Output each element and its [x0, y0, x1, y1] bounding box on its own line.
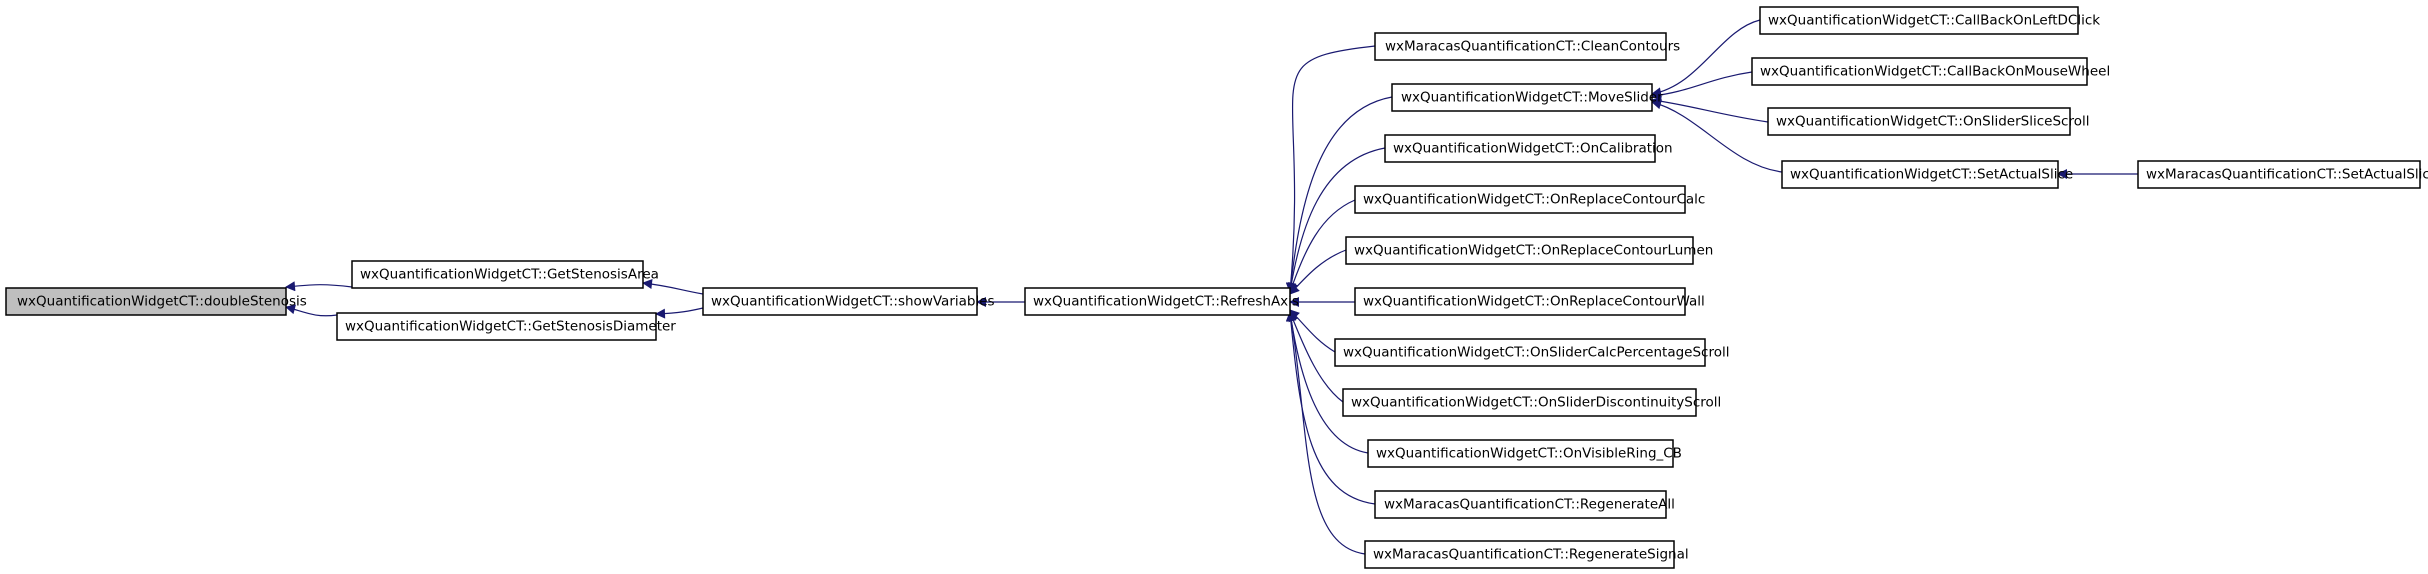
edges — [285, 19, 2138, 555]
edge-setactualslice-to-moveslider — [1651, 99, 1783, 173]
edge-onsliderslicescroll-to-moveslider — [1651, 96, 1769, 123]
edge-getstenosisdiameter-to-doublestenosis — [285, 304, 338, 317]
node-label: wxQuantificationWidgetCT::OnSliderSliceS… — [1776, 114, 2089, 130]
node-label: wxQuantificationWidgetCT::OnReplaceConto… — [1354, 243, 1713, 259]
node-on-replace-contour-lumen[interactable]: wxQuantificationWidgetCT::OnReplaceConto… — [1345, 236, 1713, 265]
node-on-slider-calc-percentage-scroll[interactable]: wxQuantificationWidgetCT::OnSliderCalcPe… — [1334, 338, 1729, 367]
node-on-slider-discontinuity-scroll[interactable]: wxQuantificationWidgetCT::OnSliderDiscon… — [1342, 388, 1721, 417]
node-label: wxQuantificationWidgetCT::doubleStenosis — [17, 294, 307, 310]
edge-showvariables-to-getstenosisarea — [642, 279, 704, 295]
node-double-stenosis[interactable]: wxQuantificationWidgetCT::doubleStenosis — [5, 287, 307, 316]
edge-showvariables-to-getstenosisdiameter — [655, 307, 704, 319]
edge-onvisiblering-to-refreshaxis — [1286, 311, 1369, 454]
node-on-replace-contour-wall[interactable]: wxQuantificationWidgetCT::OnReplaceConto… — [1354, 287, 1705, 316]
node-label: wxMaracasQuantificationCT::RegenerateAll — [1384, 497, 1675, 513]
node-callback-on-left-dclick[interactable]: wxQuantificationWidgetCT::CallBackOnLeft… — [1759, 6, 2100, 35]
node-regenerate-all[interactable]: wxMaracasQuantificationCT::RegenerateAll — [1374, 490, 1675, 519]
edge-moveslider-to-refreshaxis — [1286, 96, 1393, 293]
node-clean-contours[interactable]: wxMaracasQuantificationCT::CleanContours — [1374, 32, 1680, 61]
node-label: wxQuantificationWidgetCT::OnSliderCalcPe… — [1343, 345, 1729, 361]
edge-onreplacecontourcalc-to-refreshaxis — [1288, 199, 1356, 293]
node-callback-on-mouse-wheel[interactable]: wxQuantificationWidgetCT::CallBackOnMous… — [1751, 57, 2110, 86]
node-get-stenosis-area[interactable]: wxQuantificationWidgetCT::GetStenosisAre… — [351, 260, 659, 289]
node-label: wxQuantificationWidgetCT::RefreshAxis — [1033, 294, 1299, 310]
node-label: wxQuantificationWidgetCT::OnReplaceConto… — [1363, 294, 1705, 310]
edge-onslidercalcpercentagescroll-to-refreshaxis — [1289, 309, 1336, 353]
edge-cleancontours-to-refreshaxis — [1285, 45, 1376, 293]
node-show-variables[interactable]: wxQuantificationWidgetCT::showVariables — [702, 287, 995, 316]
node-on-replace-contour-calc[interactable]: wxQuantificationWidgetCT::OnReplaceConto… — [1354, 185, 1705, 214]
node-label: wxQuantificationWidgetCT::OnSliderDiscon… — [1351, 395, 1721, 411]
node-label: wxQuantificationWidgetCT::GetStenosisAre… — [360, 267, 659, 283]
node-label: wxQuantificationWidgetCT::CallBackOnMous… — [1760, 64, 2110, 80]
node-label: wxQuantificationWidgetCT::showVariables — [711, 294, 995, 310]
node-maracas-set-actual-slice[interactable]: wxMaracasQuantificationCT::SetActualSlic… — [2137, 160, 2428, 189]
node-set-actual-slice[interactable]: wxQuantificationWidgetCT::SetActualSlice — [1781, 160, 2073, 189]
edge-callbackonleftdclick-to-moveslider — [1651, 19, 1761, 98]
node-label: wxMaracasQuantificationCT::SetActualSlic… — [2146, 167, 2428, 183]
node-label: wxQuantificationWidgetCT::GetStenosisDia… — [345, 319, 676, 335]
node-label: wxMaracasQuantificationCT::RegenerateSig… — [1373, 547, 1689, 563]
node-regenerate-signal[interactable]: wxMaracasQuantificationCT::RegenerateSig… — [1364, 540, 1689, 569]
node-refresh-axis[interactable]: wxQuantificationWidgetCT::RefreshAxis — [1024, 287, 1299, 316]
edge-callbackonmousewheel-to-moveslider — [1651, 71, 1753, 101]
node-label: wxQuantificationWidgetCT::CallBackOnLeft… — [1768, 13, 2100, 29]
edge-onreplacecontourlumen-to-refreshaxis — [1289, 249, 1347, 295]
node-on-visible-ring-cb[interactable]: wxQuantificationWidgetCT::OnVisibleRing_… — [1367, 439, 1682, 468]
edge-oncalibration-to-refreshaxis — [1286, 147, 1386, 293]
node-label: wxQuantificationWidgetCT::OnVisibleRing_… — [1376, 446, 1682, 462]
edge-regenerateall-to-refreshaxis — [1285, 311, 1376, 505]
node-label: wxQuantificationWidgetCT::MoveSlider — [1401, 90, 1663, 106]
edge-getstenosisarea-to-doublestenosis — [285, 281, 353, 292]
node-get-stenosis-diameter[interactable]: wxQuantificationWidgetCT::GetStenosisDia… — [336, 312, 676, 341]
node-label: wxMaracasQuantificationCT::CleanContours — [1385, 39, 1680, 55]
edge-onsliderdiscontinuityscroll-to-refreshaxis — [1288, 311, 1344, 403]
node-label: wxQuantificationWidgetCT::SetActualSlice — [1790, 167, 2073, 183]
edge-regeneratesignal-to-refreshaxis — [1286, 311, 1366, 555]
node-label: wxQuantificationWidgetCT::OnCalibration — [1393, 141, 1673, 157]
node-on-calibration[interactable]: wxQuantificationWidgetCT::OnCalibration — [1384, 134, 1673, 163]
node-label: wxQuantificationWidgetCT::OnReplaceConto… — [1363, 192, 1705, 208]
node-move-slider[interactable]: wxQuantificationWidgetCT::MoveSlider — [1391, 83, 1663, 112]
node-on-slider-slice-scroll[interactable]: wxQuantificationWidgetCT::OnSliderSliceS… — [1767, 107, 2089, 136]
